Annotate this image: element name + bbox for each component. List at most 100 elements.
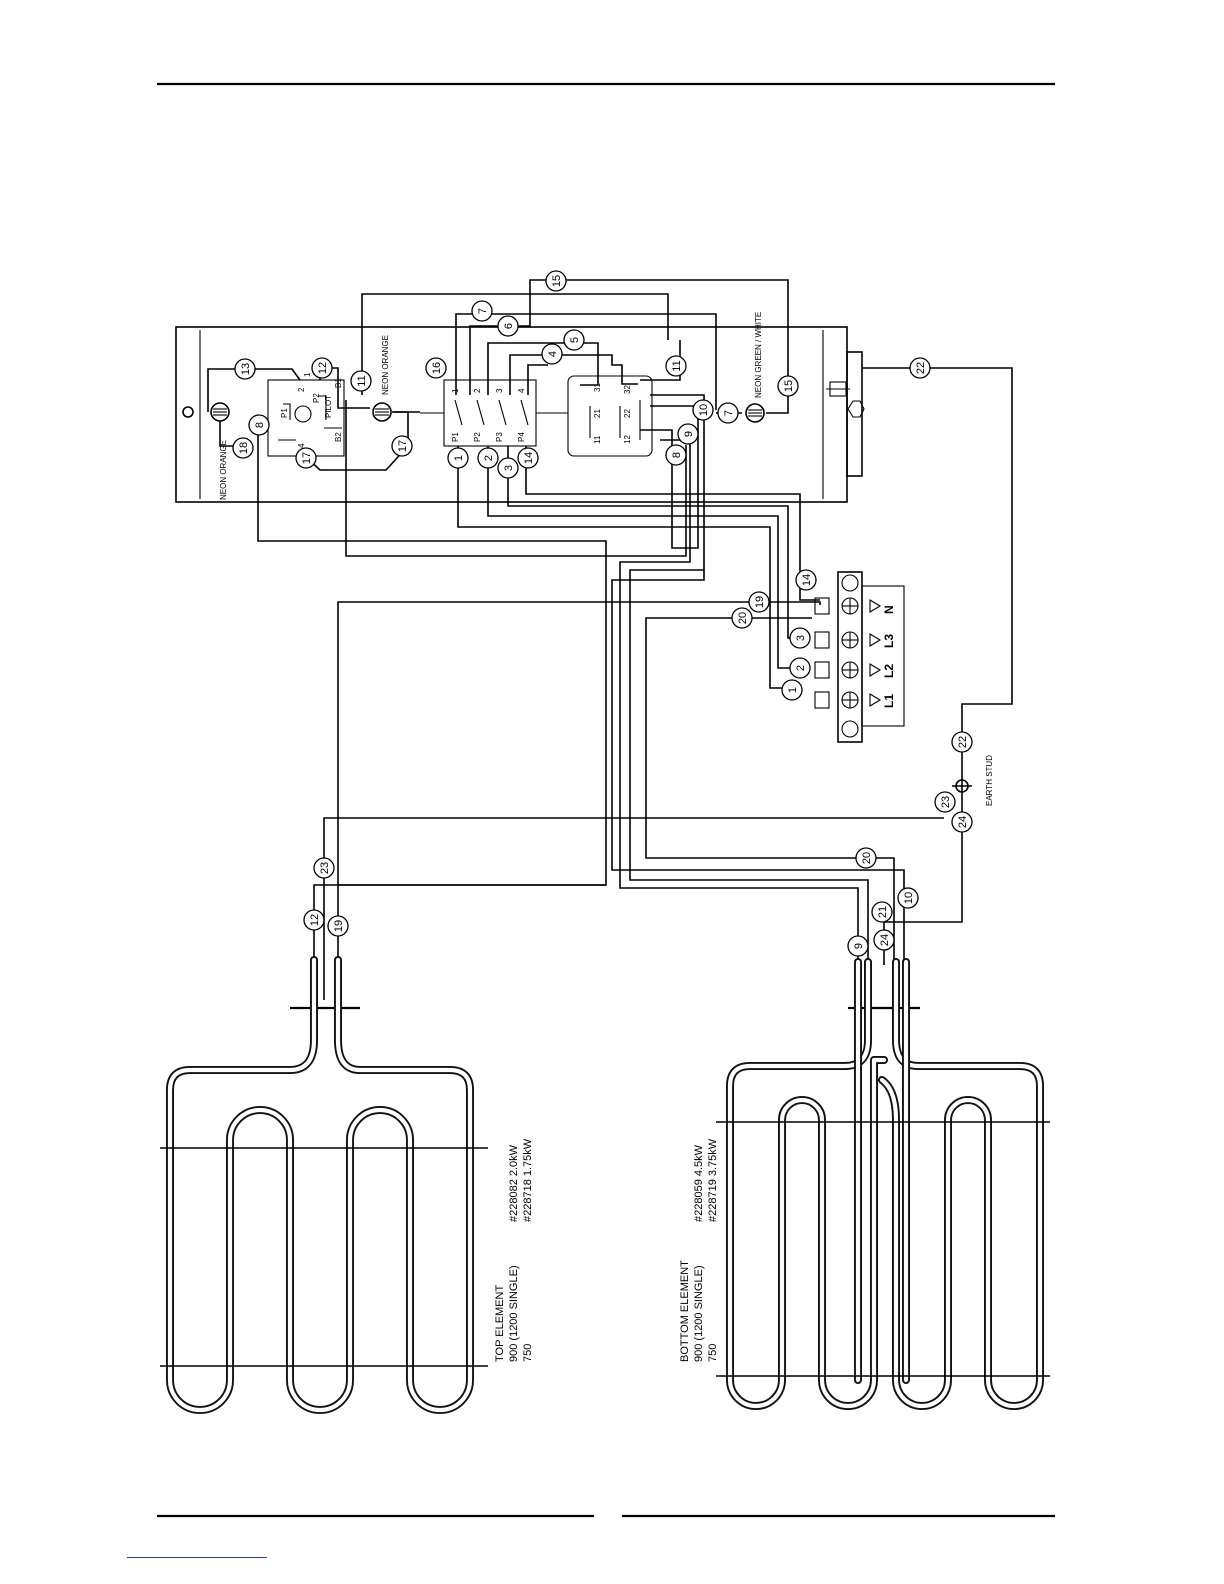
- wire-number-bubble: 11: [350, 370, 372, 392]
- terminal-screw-icon: [841, 574, 859, 592]
- neon-orange-left-label: NEON ORANGE: [219, 440, 228, 500]
- earth-nut: [847, 400, 865, 418]
- wire-number-label: 18: [238, 442, 250, 454]
- footer-link-underline[interactable]: [127, 1557, 267, 1558]
- switch-contact-label: 3: [495, 388, 504, 393]
- wire-number-bubble: 15: [545, 270, 567, 292]
- wire-number-label: 20: [737, 612, 749, 624]
- wire-number-bubble: 20: [731, 607, 753, 629]
- thermostat-terminal-2: 2: [297, 387, 306, 392]
- wire-number-label: 14: [523, 452, 535, 464]
- wire-number-bubble: 17: [295, 447, 317, 469]
- wire-number-bubble: 11: [665, 355, 687, 377]
- terminal-screw-icon: [841, 720, 859, 738]
- thermostat-p2-label: P2: [312, 393, 321, 403]
- wire-number-label: 8: [254, 422, 266, 428]
- thermostat-terminal-4: 4: [297, 443, 306, 448]
- wire-number-label: 21: [877, 906, 889, 918]
- thermostat-terminal-1: 1: [303, 372, 312, 377]
- wire-number-label: 1: [453, 455, 465, 461]
- wire-number-bubble: 18: [232, 437, 254, 459]
- wire-number-bubble: 13: [234, 358, 256, 380]
- wire-number-bubble: 1: [447, 447, 469, 469]
- wire-number-label: 15: [783, 380, 795, 392]
- wire-number-bubble: 1: [781, 679, 803, 701]
- top-element-size1: 900 (1200 SINGLE): [508, 1265, 520, 1362]
- wire-number-label: 17: [301, 452, 313, 464]
- neon-lamp-right: [745, 403, 765, 423]
- wire-number-label: 2: [483, 455, 495, 461]
- wire-number-label: 2: [795, 665, 807, 671]
- wire-number-label: 7: [723, 410, 735, 416]
- bottom-element-label: BOTTOM ELEMENT 900 (1200 SINGLE) 750 #22…: [679, 1138, 719, 1362]
- wire-number-label: 5: [569, 337, 581, 343]
- wire-number-label: 19: [754, 596, 766, 608]
- wire-number-label: 24: [879, 934, 891, 946]
- aux-label-12: 12: [623, 435, 632, 444]
- switch-pole-label: P3: [495, 432, 504, 442]
- wire-number-label: 9: [853, 943, 865, 949]
- earth-stud-label: EARTH STUD: [985, 755, 994, 806]
- wire-number-label: 22: [915, 362, 927, 374]
- wire-number-label: 14: [801, 574, 813, 586]
- wire-number-bubble: 16: [425, 357, 447, 379]
- wire-number-bubble: 2: [477, 447, 499, 469]
- neon-lamp-left: [210, 402, 230, 422]
- thermostat-p1-label: P1: [280, 408, 289, 418]
- top-element-part1: #228082 2.0kW: [508, 1144, 520, 1222]
- switch-contact-label: 2: [473, 388, 482, 393]
- wire-number-label: 17: [397, 440, 409, 452]
- wire-number-label: 11: [671, 360, 683, 371]
- neon-orange-mid-label: NEON ORANGE: [381, 335, 390, 395]
- switch-pole-label: P4: [517, 432, 526, 442]
- wire-number-bubble: 17: [391, 435, 413, 457]
- wire-number-label: 24: [957, 816, 969, 828]
- wire-number-bubble: 9: [677, 423, 699, 445]
- wire-number-bubble: 24: [951, 811, 973, 833]
- wire-number-bubble: 12: [311, 357, 333, 379]
- wire-number-bubble: 20: [855, 847, 877, 869]
- thermostat-dial-icon: [294, 405, 312, 423]
- wire-number-bubble: 7: [471, 300, 493, 322]
- earth-stud: [955, 779, 969, 793]
- wire-number-bubble: 19: [748, 591, 770, 613]
- aux-label-22: 22: [623, 409, 632, 418]
- bottom-heating-element: [716, 958, 1050, 1410]
- control-panel: NEON ORANGE P1 P2 PILOT B1 B2 2 4 1 NEON…: [175, 312, 865, 503]
- aux-label-32: 32: [623, 385, 632, 394]
- wire-number-bubble: 14: [795, 569, 817, 591]
- wire-number-label: 20: [861, 852, 873, 864]
- aux-label-21: 21: [593, 409, 602, 418]
- switch-pole-label: P1: [451, 432, 460, 442]
- switch-contact-label: 4: [517, 388, 526, 393]
- wire-number-label: 11: [356, 375, 368, 386]
- aux-contact-block: 31 32 21 22 11 12: [567, 375, 653, 457]
- wire-number-bubble: 9: [847, 935, 869, 957]
- top-element-part2: #228718 1.75kW: [522, 1138, 534, 1222]
- bottom-element-part1: #228059 4.5kW: [693, 1144, 705, 1222]
- wire-number-label: 12: [309, 914, 321, 926]
- terminal-label-l1: L1: [882, 694, 896, 708]
- wire-number-bubble: 8: [665, 444, 687, 466]
- switch-pole-label: P2: [473, 432, 482, 442]
- wire-number-label: 1: [787, 687, 799, 693]
- aux-label-11: 11: [593, 435, 602, 444]
- wire-number-bubble: 10: [897, 887, 919, 909]
- wire-number-bubble: 5: [563, 329, 585, 351]
- terminal-label-l2: L2: [882, 664, 896, 678]
- wire-number-label: 10: [903, 892, 915, 904]
- top-element-name: TOP ELEMENT: [494, 1284, 506, 1362]
- wire-number-label: 16: [431, 362, 443, 374]
- wire-number-bubble: 4: [541, 343, 563, 365]
- wire-number-label: 3: [795, 635, 807, 641]
- wire-number-label: 8: [671, 452, 683, 458]
- four-pole-switch: P1 P2 P3 P4 1 2 3 4: [420, 379, 568, 447]
- top-heating-element: [160, 956, 488, 1414]
- panel-bracket: [846, 351, 863, 477]
- wire-number-bubble: 6: [497, 315, 519, 337]
- top-element-label: TOP ELEMENT 900 (1200 SINGLE) 750 #22808…: [494, 1138, 534, 1362]
- wire-number-bubble: 19: [327, 915, 349, 937]
- neon-green-white-label: NEON GREEN / WHITE: [754, 312, 763, 398]
